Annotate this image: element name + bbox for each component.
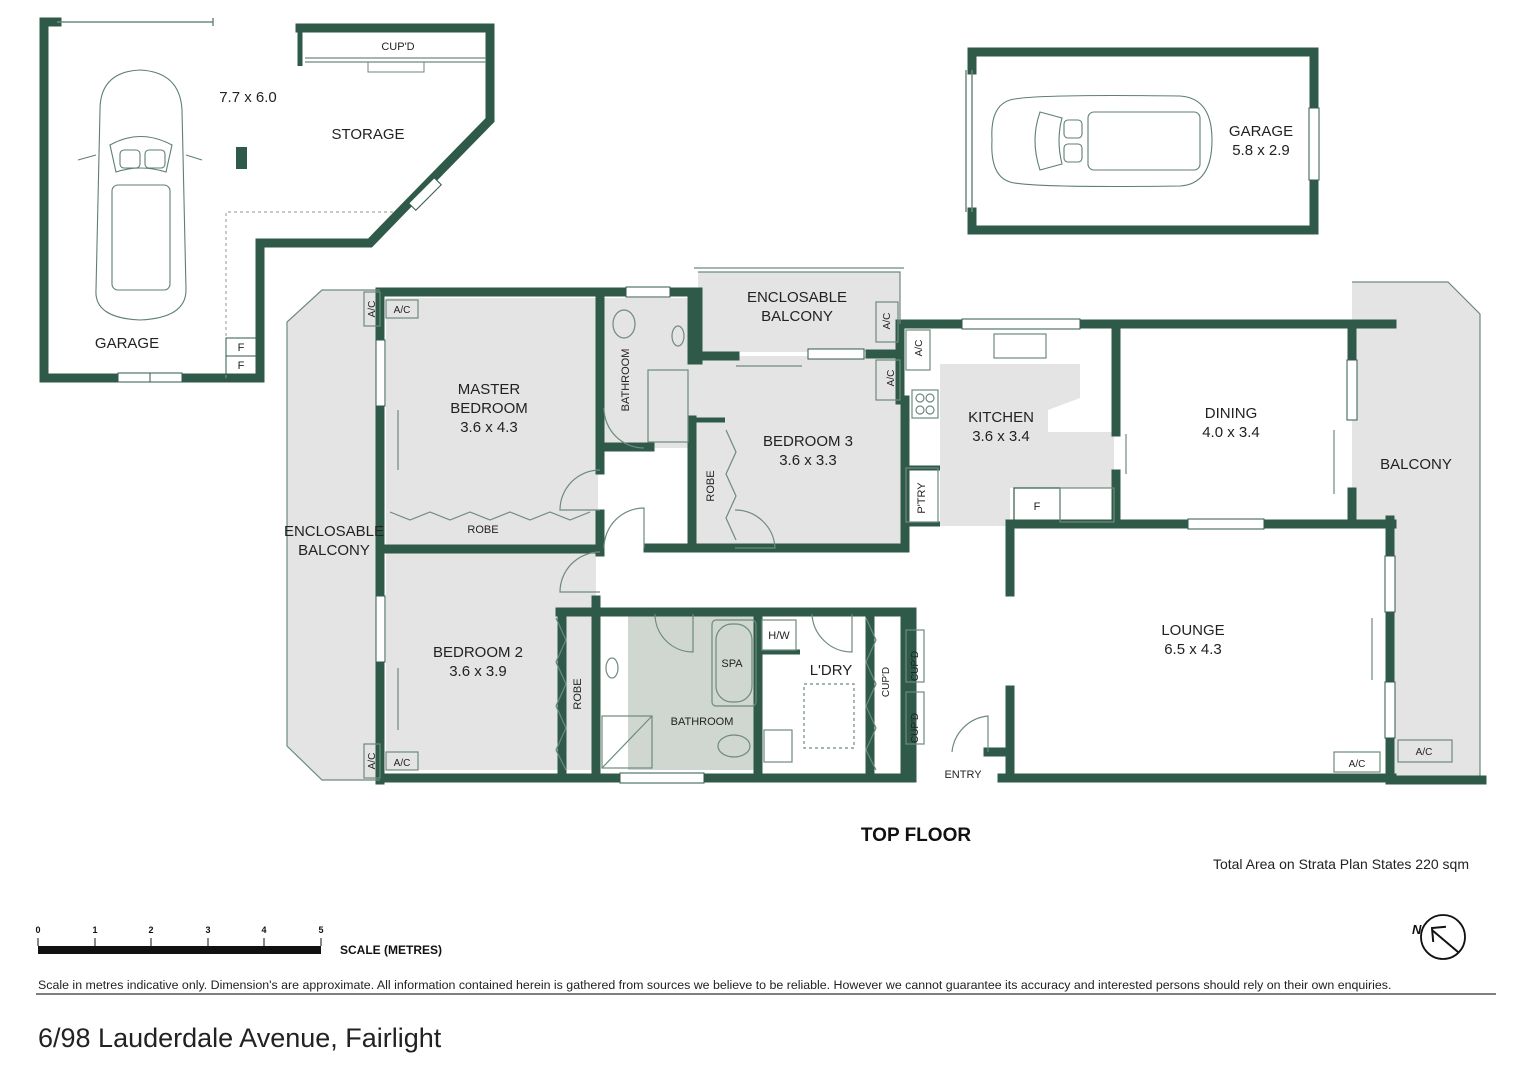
ac-label-6: A/C — [886, 370, 897, 387]
lounge-label: LOUNGE — [1161, 622, 1224, 639]
doors-fixtures — [363, 291, 1453, 779]
floor-label: TOP FLOOR — [861, 825, 971, 846]
north-arrow-icon: N — [1412, 914, 1466, 960]
spa-label: SPA — [721, 658, 743, 670]
enclosable-balcony-left-fill — [287, 290, 380, 780]
kitchen-fridge-label: F — [1034, 501, 1041, 513]
fridge-label-2: F — [238, 360, 245, 372]
footer: TOP FLOOR Total Area on Strata Plan Stat… — [35, 825, 1496, 1053]
scale-tick-0: 0 — [35, 925, 40, 935]
bedroom3-robe-label: ROBE — [705, 470, 717, 501]
master-bedroom-line1: MASTER — [458, 381, 521, 398]
car-vertical-icon — [77, 69, 203, 321]
storage-label: STORAGE — [331, 126, 404, 143]
garage-cupboard-label: CUP'D — [381, 41, 414, 53]
enclosable-balcony-top-line2: BALCONY — [761, 308, 833, 325]
ensuite-fill — [602, 298, 692, 448]
car-horizontal-icon — [991, 94, 1213, 188]
windows — [375, 286, 1396, 784]
scale-tick-4: 4 — [261, 925, 266, 935]
kitchen-dims: 3.6 x 3.4 — [972, 428, 1030, 445]
ac-label-3: A/C — [367, 301, 378, 318]
small-garage-block — [965, 47, 1320, 235]
ac-label-2: A/C — [394, 758, 411, 769]
scale-tick-5: 5 — [318, 925, 323, 935]
storage-marker — [236, 147, 247, 169]
garage-small-dims: 5.8 x 2.9 — [1232, 142, 1290, 159]
address: 6/98 Lauderdale Avenue, Fairlight — [38, 1023, 442, 1053]
lounge-dims: 6.5 x 4.3 — [1164, 641, 1222, 658]
bedroom2-dims: 3.6 x 3.9 — [449, 663, 507, 680]
scale-tick-1: 1 — [92, 925, 97, 935]
enclosable-balcony-top-fill — [698, 272, 900, 352]
entry-cupboard-label-2: CUP'D — [910, 713, 921, 743]
pantry-label: P'TRY — [916, 482, 928, 514]
dining-label: DINING — [1205, 405, 1258, 422]
master-bedroom-dims: 3.6 x 4.3 — [460, 419, 518, 436]
enclosable-balcony-left-line2: BALCONY — [298, 542, 370, 559]
entry-label: ENTRY — [944, 769, 982, 781]
bedroom2-label: BEDROOM 2 — [433, 644, 523, 661]
room-fills — [287, 272, 1480, 780]
kitchen-label: KITCHEN — [968, 409, 1034, 426]
hot-water-label: H/W — [768, 630, 790, 642]
entry-cupboard-label-1: CUP'D — [910, 651, 921, 681]
ac-label-1: A/C — [394, 305, 411, 316]
kitchen-fill — [940, 364, 1114, 526]
scale-bar: 0 1 2 3 4 5 SCALE (METRES) — [35, 925, 442, 957]
ensuite-label: BATHROOM — [620, 349, 632, 412]
scale-tick-2: 2 — [148, 925, 153, 935]
master-bedroom-fill — [386, 298, 598, 546]
north-label: N — [1412, 922, 1422, 937]
balcony-label: BALCONY — [1380, 456, 1452, 473]
bedroom2-robe-label: ROBE — [572, 678, 584, 709]
main-bathroom-label: BATHROOM — [671, 716, 734, 728]
ac-label-9: A/C — [1416, 747, 1433, 758]
ac-label-7: A/C — [914, 340, 925, 357]
scale-label: SCALE (METRES) — [340, 943, 442, 957]
laundry-cupboard-label: CUP'D — [881, 667, 892, 697]
disclaimer: Scale in metres indicative only. Dimensi… — [38, 978, 1391, 992]
bedroom3-fill — [692, 356, 902, 546]
total-area: Total Area on Strata Plan States 220 sqm — [1213, 856, 1469, 872]
labels: GARAGE 7.7 x 6.0 STORAGE CUP'D F F GARAG… — [95, 41, 1452, 781]
dining-dims: 4.0 x 3.4 — [1202, 424, 1260, 441]
storage-dims: 7.7 x 6.0 — [219, 89, 277, 106]
garage-small-label: GARAGE — [1229, 123, 1293, 140]
ac-label-4: A/C — [367, 753, 378, 770]
laundry-label: L'DRY — [810, 662, 853, 679]
enclosable-balcony-left-line1: ENCLOSABLE — [284, 523, 384, 540]
enclosable-balcony-top-line1: ENCLOSABLE — [747, 289, 847, 306]
ac-label-8: A/C — [1349, 759, 1366, 770]
ac-label-5: A/C — [882, 313, 893, 330]
garage-storage-block — [39, 17, 495, 383]
master-bedroom-line2: BEDROOM — [450, 400, 528, 417]
balcony-fill — [1352, 282, 1480, 778]
scale-bar-rect — [38, 946, 321, 954]
bedroom3-label: BEDROOM 3 — [763, 433, 853, 450]
master-robe-label: ROBE — [467, 524, 498, 536]
scale-tick-3: 3 — [205, 925, 210, 935]
fridge-label-1: F — [238, 342, 245, 354]
bedroom3-dims: 3.6 x 3.3 — [779, 452, 837, 469]
garage-large-label: GARAGE — [95, 335, 159, 352]
